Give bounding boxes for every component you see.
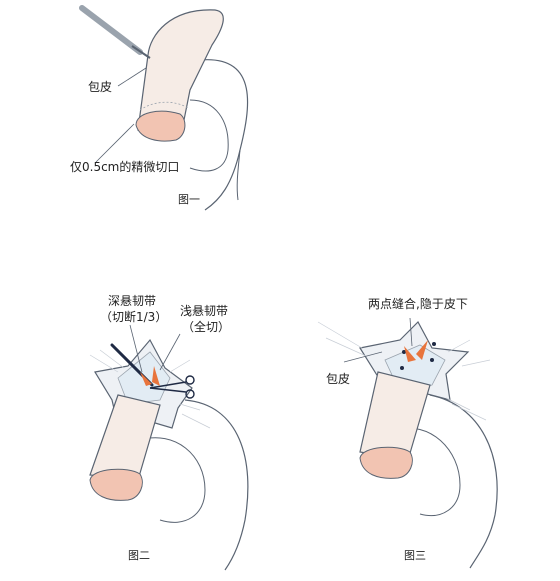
figure-1-thigh-line	[236, 149, 241, 201]
figure-2-scrotum	[139, 437, 206, 523]
figure-1-body-outline	[199, 59, 249, 211]
figure-3-suture-point-1	[402, 350, 406, 354]
figure-3-foreskin-label: 包皮	[326, 372, 351, 386]
figure-3-suture-label: 两点缝合,隐于皮下	[368, 297, 468, 311]
figure-1-caption: 图一	[178, 193, 200, 206]
figure-3-shaft	[359, 371, 431, 461]
figure-2-caption: 图二	[128, 549, 150, 562]
figure-1-drawing	[79, 5, 249, 211]
figure-3-caption: 图三	[404, 549, 426, 562]
figure-2-shallow-ligament-detail: （全切）	[182, 320, 231, 334]
figure-2-body-outline	[184, 399, 249, 571]
figure-3-body-outline	[429, 394, 498, 569]
figure-3-glans	[359, 446, 413, 479]
figure-3-arrow-right	[416, 340, 428, 360]
figure-1-incision-label: 仅0.5cm的精微切口	[70, 160, 180, 174]
figure-2-glans	[89, 468, 143, 501]
figure-2-arrow-shallow	[152, 366, 160, 386]
figure-3-scrotum	[394, 427, 461, 516]
figure-1-foreskin-label: 包皮	[88, 80, 113, 94]
figure-2-drawing	[89, 324, 249, 571]
figure-1-shaft	[137, 9, 224, 131]
figure-2-shaft	[89, 394, 161, 481]
figure-3-suture-point-4	[430, 358, 434, 362]
figure-3-suture-point-3	[400, 366, 404, 370]
figure-2-arrow-deep	[140, 372, 152, 386]
figure-2-scissors	[149, 375, 195, 399]
figure-3-drawing	[317, 317, 498, 569]
scalpel-blade	[131, 45, 151, 59]
figure-2-shallow-ligament-label: 浅悬韧带	[180, 304, 229, 318]
scalpel-handle	[79, 5, 143, 55]
figure-1-scrotum	[189, 99, 229, 172]
figure-2-deep-ligament-detail: （切断1/3）	[100, 310, 168, 324]
figure-2-deep-ligament-label: 深悬韧带	[108, 294, 157, 308]
figure-3-arrow-left	[404, 346, 416, 362]
figure-3-suture-point-2	[432, 342, 436, 346]
figure-1-glans	[135, 110, 186, 142]
